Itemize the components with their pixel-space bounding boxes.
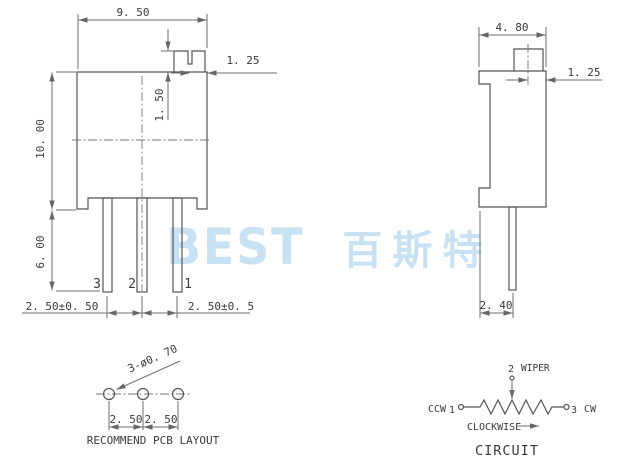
pin-number-1: 1 bbox=[184, 277, 192, 292]
pcb-pitch-left-label: 2. 50 bbox=[109, 413, 142, 426]
terminal-3-label: 3 bbox=[571, 405, 577, 416]
terminal-3-dot bbox=[563, 403, 570, 411]
wiper-label: WIPER bbox=[521, 363, 550, 374]
terminal-1-dot bbox=[457, 403, 465, 411]
ccw-label: CCW bbox=[428, 404, 447, 415]
pin-number-3: 3 bbox=[93, 277, 101, 292]
front-width-label: 9. 50 bbox=[116, 6, 149, 19]
clockwise-label: CLOCKWISE bbox=[467, 422, 521, 433]
wiper-terminal-dot bbox=[509, 375, 515, 381]
front-screw-height-label: 1. 50 bbox=[153, 88, 166, 121]
circuit-schematic: 2 WIPER CCW 1 3 CW CLOCKWISE CIRCUIT bbox=[428, 363, 597, 459]
terminal-2-label: 2 bbox=[508, 364, 514, 375]
cw-label: CW bbox=[584, 404, 597, 415]
front-pin-1 bbox=[172, 197, 183, 293]
front-pin-length-label: 6. 00 bbox=[34, 235, 47, 268]
watermark: BEST 百斯特 bbox=[166, 218, 492, 276]
circuit-caption: CIRCUIT bbox=[475, 443, 539, 459]
pcb-hole-3 bbox=[171, 387, 185, 401]
front-pitch-left-label: 2. 50±0. 50 bbox=[26, 300, 99, 313]
front-pitch-right-label: 2. 50±0. 5 bbox=[188, 300, 254, 313]
pcb-pitch-right-label: 2. 50 bbox=[144, 413, 177, 426]
front-screw-tab bbox=[173, 50, 206, 72]
pcb-hole-2 bbox=[136, 387, 150, 401]
side-pin-offset-label: 2. 40 bbox=[479, 299, 512, 312]
front-pin-2 bbox=[136, 197, 148, 293]
pcb-caption: RECOMMEND PCB LAYOUT bbox=[87, 434, 220, 447]
front-screw-offset-label: 1. 25 bbox=[226, 54, 259, 67]
side-body-outline bbox=[478, 70, 547, 208]
side-screw-tab bbox=[513, 48, 544, 71]
side-screw-offset-label: 1. 25 bbox=[567, 66, 600, 79]
front-height-label: 10. 00 bbox=[34, 119, 47, 159]
pin-number-2: 2 bbox=[128, 277, 136, 292]
watermark-latin-text: BEST bbox=[166, 218, 305, 276]
pcb-layout: 3-ø0. 70 2. 50 2. 50 RECOMMEND PCB LAYOU… bbox=[87, 342, 220, 447]
side-width-label: 4. 80 bbox=[495, 21, 528, 34]
side-view: 4. 80 1. 25 2. 40 bbox=[478, 21, 602, 318]
pcb-hole-1 bbox=[102, 387, 116, 401]
side-pin bbox=[508, 206, 517, 291]
front-view: 9. 50 10. 00 6. 00 1. 50 1. 25 bbox=[22, 6, 277, 318]
pcb-holes-label: 3-ø0. 70 bbox=[126, 342, 180, 375]
front-body-outline bbox=[76, 71, 208, 210]
resistor-element bbox=[464, 398, 564, 416]
watermark-cjk-text: 百斯特 bbox=[342, 228, 493, 274]
pcb-leader-line bbox=[116, 360, 181, 390]
front-pin-3 bbox=[102, 197, 113, 293]
terminal-1-label: 1 bbox=[449, 405, 455, 416]
